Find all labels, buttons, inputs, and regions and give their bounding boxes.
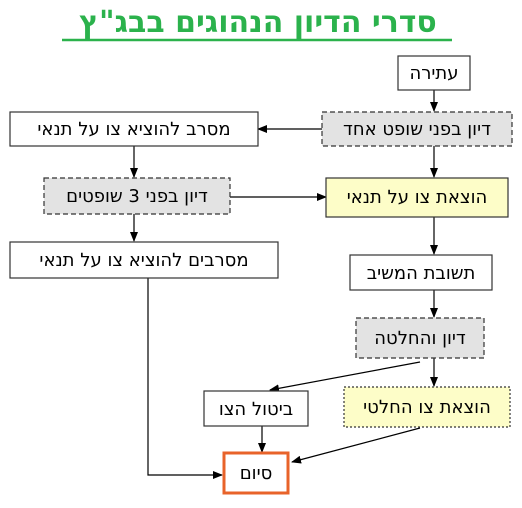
node-single-judge-label: דיון בפני שופט אחד <box>343 119 491 140</box>
node-petition-label: עתירה <box>409 63 458 84</box>
node-petition: עתירה <box>397 55 471 91</box>
node-order-absolute: הוצאת צו החלטי <box>343 386 511 428</box>
title-text: סדרי הדיון הנהוגים בבג"ץ <box>79 5 437 40</box>
node-three-judges: דיון בפני 3 שופטים <box>43 177 231 215</box>
node-three-judges-label: דיון בפני 3 שופטים <box>66 186 208 207</box>
node-end-label: סיום <box>240 463 273 484</box>
node-discussion-decision-label: דיון והחלטה <box>374 328 466 349</box>
arrow-discussion-to-cancel <box>269 361 421 393</box>
node-refuse-order-label: מסרבים להוציא צו על תנאי <box>39 250 248 271</box>
node-refuse-order: מסרבים להוציא צו על תנאי <box>9 241 279 279</box>
node-order-absolute-label: הוצאת צו החלטי <box>363 397 491 418</box>
arrow-absolute-to-end <box>291 427 421 464</box>
node-response: תשובת המשיב <box>349 254 493 291</box>
node-order-cancel: ביטול הצו <box>203 390 309 427</box>
node-order-nisi: הוצאת צו על תנאי <box>325 177 509 218</box>
connectors <box>130 90 438 479</box>
node-order-nisi-label: הוצאת צו על תנאי <box>347 187 488 208</box>
node-single-judge: דיון בפני שופט אחד <box>321 111 513 147</box>
node-refuses-order: מסרב להוציא צו על תנאי <box>9 111 259 147</box>
node-discussion-decision: דיון והחלטה <box>355 317 485 359</box>
node-order-cancel-label: ביטול הצו <box>219 399 293 420</box>
node-refuses-order-label: מסרב להוציא צו על תנאי <box>37 119 230 140</box>
arrow-refuse-to-end <box>147 278 223 479</box>
diagram-title: סדרי הדיון הנהוגים בבג"ץ <box>62 5 452 42</box>
node-response-label: תשובת המשיב <box>367 263 476 284</box>
node-end: סיום <box>222 451 290 495</box>
